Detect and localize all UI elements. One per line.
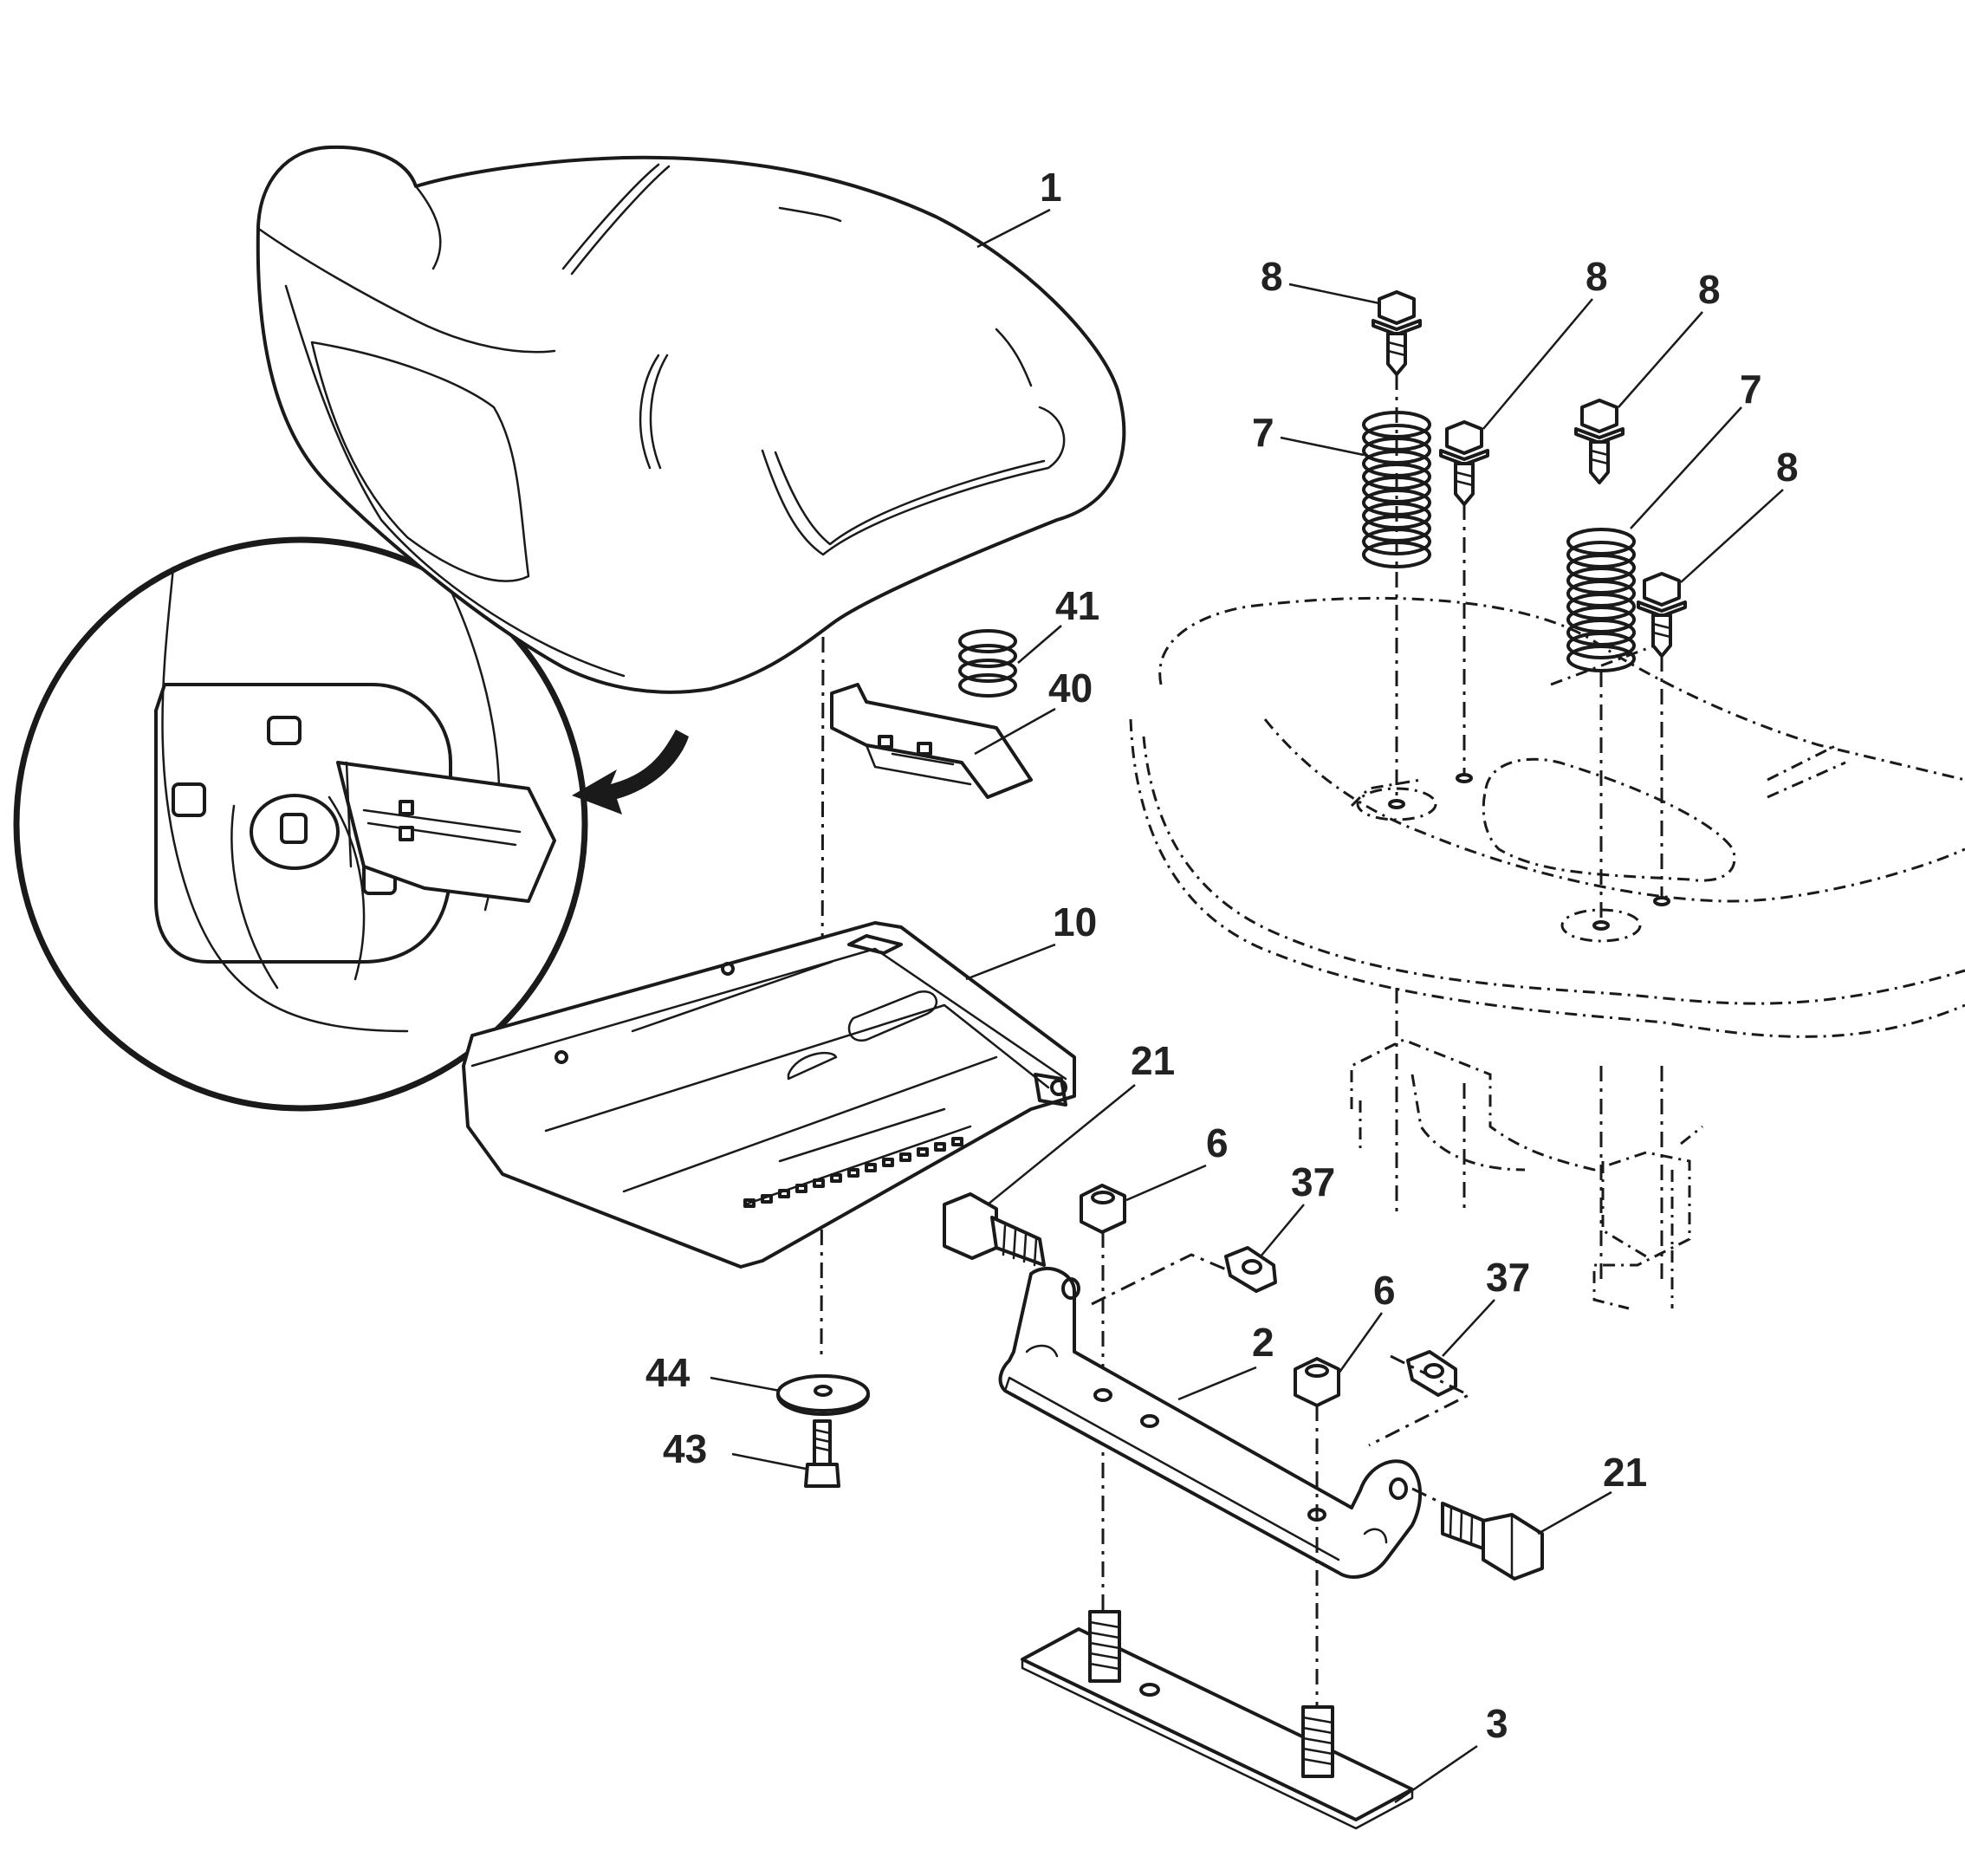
callout-nut-6-top: 6: [1206, 1120, 1229, 1165]
tractor-frame-phantom: [1129, 596, 1965, 1310]
plate-stud-right: [1301, 1705, 1334, 1778]
callout-nut-6-bottom: 6: [1373, 1268, 1396, 1313]
callout-spring-7-right: 7: [1740, 367, 1762, 412]
callout-bolt-8-b: 8: [1586, 254, 1608, 299]
callout-seat-pan: 10: [1053, 899, 1097, 944]
callout-bolt-8-a: 8: [1261, 254, 1283, 299]
spring-41: [958, 629, 1017, 698]
callout-screw: 43: [663, 1426, 707, 1471]
nut-37-top: [1224, 1246, 1277, 1293]
bolt-8-a: [1372, 290, 1422, 376]
callout-nut-37-bottom: 37: [1486, 1255, 1530, 1300]
callout-plate: 3: [1486, 1701, 1508, 1746]
callout-bracket: 2: [1252, 1320, 1274, 1365]
screw-43: [804, 1419, 840, 1488]
seat-pan-vent-slots: [743, 1137, 963, 1208]
callout-bolt-8-c: 8: [1698, 267, 1721, 312]
spring-7-right: [1566, 528, 1636, 672]
plate-3: [1021, 1610, 1414, 1830]
callout-washer: 44: [645, 1350, 691, 1395]
nut-37-top-axis: [1091, 1253, 1227, 1306]
callout-bolt-21-top: 21: [1131, 1038, 1175, 1083]
callout-bolt-21-bottom: 21: [1603, 1450, 1647, 1495]
detail-arrow: [572, 730, 689, 815]
bracket-2: [998, 1267, 1423, 1579]
detail-inset: [13, 536, 588, 1112]
nut-37-bottom: [1406, 1350, 1457, 1397]
bolt-21-top: [943, 1192, 1046, 1267]
callout-seat: 1: [1040, 165, 1062, 210]
bolt-21-bottom: [1441, 1502, 1544, 1581]
bolt-8-d: [1637, 572, 1687, 658]
clip-40: [830, 683, 1033, 799]
bolt-8-c: [1574, 399, 1625, 484]
seat-centerline: [820, 636, 825, 1361]
callout-bolt-8-d: 8: [1776, 445, 1799, 490]
callout-spring-7-left: 7: [1252, 410, 1274, 455]
plate-stud-left: [1088, 1610, 1121, 1683]
washer-44: [776, 1374, 870, 1416]
nut-6-top: [1080, 1184, 1126, 1234]
callout-clip-40: 40: [1048, 665, 1093, 711]
bolt-21-bottom-axis: [1411, 1487, 1443, 1505]
callout-nut-37-top: 37: [1291, 1159, 1335, 1204]
bolt-8-b: [1439, 420, 1489, 506]
callout-spring-41: 41: [1055, 583, 1099, 628]
seat-pan: [462, 921, 1076, 1269]
seat: [256, 145, 1126, 694]
nut-6-bottom: [1294, 1357, 1340, 1407]
